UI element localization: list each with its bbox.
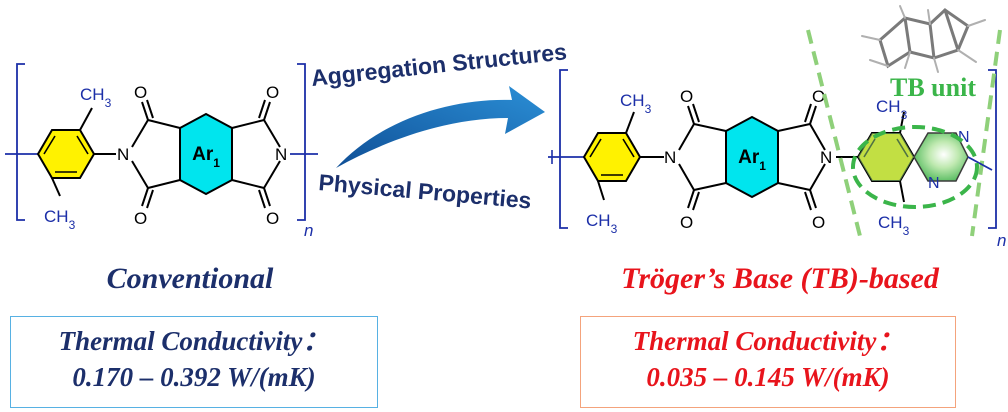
right-close-bracket [988, 69, 997, 229]
conventional-polyimide-structure: CH3 CH3 N O O Ar1 O O N n [5, 63, 318, 240]
tb-methyl-bottom: CH3 [878, 213, 910, 238]
tb-nitrogen-top: N [958, 129, 970, 146]
right-oxygen-2: O [680, 213, 693, 232]
arrow-top-label: Aggregation Structures [310, 38, 568, 91]
tb-guide-right [970, 29, 1002, 237]
tb-3d-molecule-icon [861, 5, 986, 73]
left-methyl-bottom: CH3 [44, 207, 76, 232]
left-methyl-top: CH3 [80, 85, 112, 110]
right-oxygen-1: O [680, 87, 693, 106]
right-repeat-n: n [997, 231, 1006, 250]
left-oxygen-4: O [266, 209, 279, 228]
tb-conductivity-range: 0.035 – 0.145 W/(mK) [646, 362, 890, 392]
right-imide-n2: N [820, 148, 832, 167]
tb-unit-label: TB unit [890, 73, 976, 102]
left-imide-n1: N [117, 145, 129, 164]
left-imide-n2: N [275, 145, 287, 164]
right-open-bracket [559, 69, 568, 229]
conventional-conductivity-box: Thermal Conductivity： 0.170 – 0.392 W/(m… [10, 316, 378, 408]
left-close-bracket [297, 63, 306, 221]
tb-based-title: Tröger’s Base (TB)-based [621, 262, 939, 295]
tb-conductivity-label: Thermal Conductivity： [632, 326, 904, 356]
left-repeat-n: n [304, 221, 313, 240]
left-benzene-ring [36, 129, 96, 179]
tb-polyimide-structure: CH3 CH3 N O O Ar1 O O N [548, 5, 1006, 250]
right-benzene-ring [582, 132, 642, 182]
right-oxygen-4: O [812, 213, 825, 232]
transformation-arrow: Aggregation Structures Physical Properti… [310, 38, 568, 213]
arrow-bottom-label: Physical Properties [318, 169, 533, 214]
right-methyl-bottom: CH3 [586, 211, 618, 236]
conventional-conductivity-range: 0.170 – 0.392 W/(mK) [72, 362, 316, 392]
tb-conductivity-box: Thermal Conductivity： 0.035 – 0.145 W/(m… [580, 316, 956, 408]
curved-arrow-icon [336, 86, 545, 168]
conventional-title: Conventional [106, 262, 274, 295]
right-oxygen-3: O [812, 87, 825, 106]
left-oxygen-2: O [134, 209, 147, 228]
tb-guide-left [806, 29, 862, 237]
right-methyl-top: CH3 [620, 91, 652, 116]
right-imide-n1: N [664, 148, 676, 167]
tb-highlight-ellipse [851, 125, 979, 209]
left-oxygen-1: O [134, 83, 147, 102]
left-oxygen-3: O [266, 83, 279, 102]
left-open-bracket [16, 63, 25, 221]
conventional-conductivity-label: Thermal Conductivity： [58, 326, 330, 356]
tb-nitrogen-bottom: N [928, 175, 940, 192]
